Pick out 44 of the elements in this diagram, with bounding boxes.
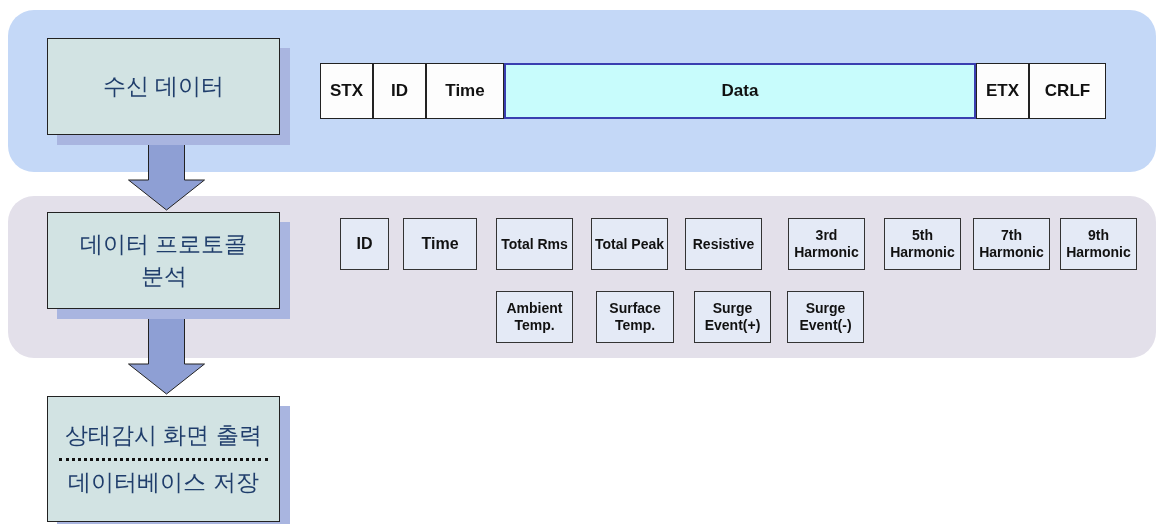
packet-field: [320, 63, 373, 119]
field-label: Total Peak: [595, 235, 664, 253]
field-label: Total Rms: [501, 235, 568, 253]
data-field-box: [694, 291, 771, 343]
field-label: Time: [421, 234, 459, 254]
packet-field: [504, 63, 976, 119]
process-label: 상태감시 화면 출력: [65, 421, 262, 451]
field-label: Surge Event(+): [703, 300, 762, 334]
data-field-box: [403, 218, 477, 270]
field-label: 3rd Harmonic: [793, 227, 860, 261]
field-label: 7th Harmonic: [978, 227, 1045, 261]
data-field-box: [787, 291, 864, 343]
data-field-box: [591, 218, 668, 270]
data-field-box: [596, 291, 674, 343]
process-label: 수신 데이터: [102, 71, 225, 101]
data-field-box: [884, 218, 961, 270]
field-label: ETX: [985, 81, 1020, 101]
field-label: CRLF: [1044, 81, 1091, 101]
data-field-box: [340, 218, 389, 270]
process-label: 데이터베이스 저장: [68, 467, 259, 497]
field-label: Data: [721, 81, 759, 101]
section-band: [8, 10, 1156, 172]
field-label: Surface Temp.: [608, 300, 662, 334]
field-label: STX: [329, 81, 364, 101]
field-label: Resistive: [692, 235, 755, 253]
process-label: 데이터 프로토콜 분석: [78, 230, 249, 291]
section-band: [8, 196, 1156, 358]
packet-field: [1029, 63, 1106, 119]
field-label: Ambient Temp.: [505, 300, 564, 334]
field-label: 5th Harmonic: [889, 227, 956, 261]
data-field-box: [973, 218, 1050, 270]
data-field-box: [496, 291, 573, 343]
field-label: Time: [445, 81, 485, 101]
packet-field: [976, 63, 1029, 119]
data-field-box: [788, 218, 865, 270]
packet-field: [373, 63, 426, 119]
data-field-box: [685, 218, 762, 270]
field-label: ID: [391, 81, 408, 101]
field-label: Surge Event(-): [798, 300, 853, 334]
data-field-box: [496, 218, 573, 270]
field-label: ID: [356, 234, 373, 254]
data-field-box: [1060, 218, 1137, 270]
field-label: 9th Harmonic: [1065, 227, 1132, 261]
packet-field: [426, 63, 504, 119]
